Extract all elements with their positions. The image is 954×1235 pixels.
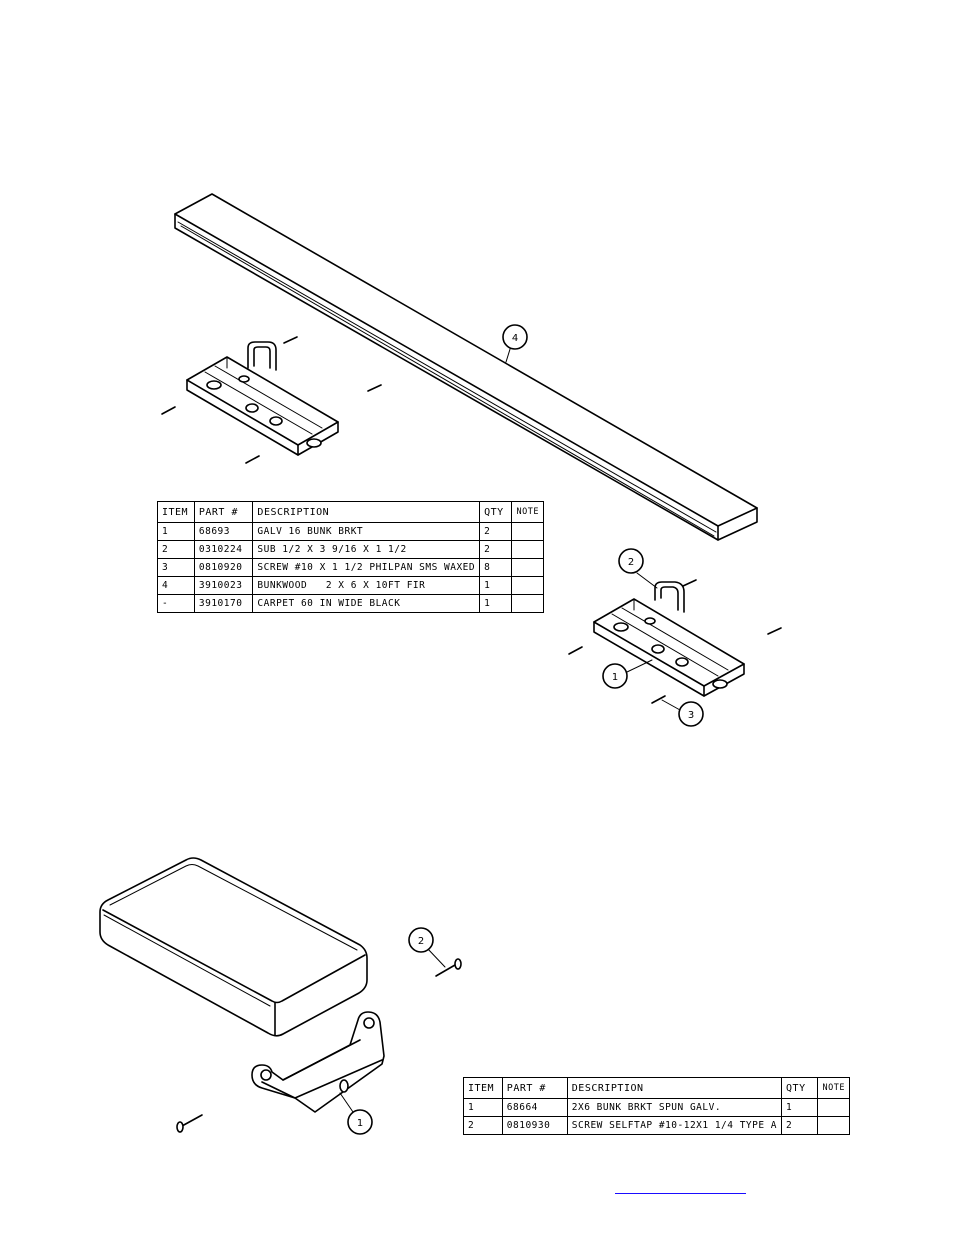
screw-right-4: [651, 695, 666, 704]
screw-right-1: [682, 579, 697, 587]
column-header-description: DESCRIPTION: [566, 1077, 783, 1099]
cell-part: 0810920: [193, 558, 254, 577]
cell-description: CARPET 60 IN WIDE BLACK: [252, 594, 481, 613]
svg-text:1: 1: [357, 1118, 363, 1129]
column-header-part: PART #: [501, 1077, 568, 1099]
table-row: 1 68693 GALV 16 BUNK BRKT 2: [157, 522, 544, 541]
leader-line: [661, 699, 681, 711]
balloon-item-2: 2: [618, 548, 644, 574]
table-row: 2 0810930 SCREW SELFTAP #10-12X1 1/4 TYP…: [463, 1116, 850, 1135]
table-row: 4 3910023 BUNKWOOD 2 X 6 X 10FT FIR 1: [157, 576, 544, 595]
cell-description: BUNKWOOD 2 X 6 X 10FT FIR: [252, 576, 481, 595]
cell-part: 3910170: [193, 594, 254, 613]
leader-line: [339, 1092, 354, 1113]
cell-item: 3: [157, 558, 195, 577]
cell-part: 68664: [501, 1098, 568, 1117]
cell-qty: 2: [479, 540, 513, 559]
screw-right-2: [767, 627, 782, 635]
table-header-row: ITEM PART # DESCRIPTION QTY NOTE: [157, 501, 544, 523]
screw-right-3: [568, 646, 583, 655]
balloon-item-3: 3: [678, 701, 704, 727]
column-header-note: NOTE: [511, 501, 544, 523]
screw-left-4: [245, 455, 260, 464]
leader-line: [626, 659, 653, 673]
cell-item: 1: [463, 1098, 503, 1117]
cell-item: 1: [157, 522, 195, 541]
svg-text:3: 3: [688, 710, 694, 721]
cell-part: 0310224: [193, 540, 254, 559]
cell-item: 2: [157, 540, 195, 559]
bom-table-lower: ITEM PART # DESCRIPTION QTY NOTE 1 68664…: [463, 1077, 850, 1135]
column-header-qty: QTY: [479, 501, 513, 523]
sub-block-left: [247, 341, 277, 371]
column-header-description: DESCRIPTION: [252, 501, 481, 523]
cell-note: [817, 1098, 850, 1117]
selftap-screw-1: [435, 958, 462, 977]
bunk-bracket-right: [593, 598, 745, 697]
selftap-screw-2: [176, 1114, 203, 1133]
svg-text:2: 2: [628, 557, 634, 568]
cell-note: [511, 576, 544, 595]
cell-note: [511, 522, 544, 541]
cell-qty: 8: [479, 558, 513, 577]
screw-left-3: [161, 406, 176, 415]
svg-text:1: 1: [612, 672, 618, 683]
hyperlink-underline[interactable]: [615, 1192, 746, 1194]
leader-line: [636, 572, 658, 589]
cell-note: [511, 558, 544, 577]
cell-qty: 2: [479, 522, 513, 541]
cell-part: 0810930: [501, 1116, 568, 1135]
table-header-row: ITEM PART # DESCRIPTION QTY NOTE: [463, 1077, 850, 1099]
spun-bracket: [251, 1011, 385, 1113]
column-header-item: ITEM: [463, 1077, 503, 1099]
bom-table-upper: ITEM PART # DESCRIPTION QTY NOTE 1 68693…: [157, 501, 544, 613]
cell-part: 3910023: [193, 576, 254, 595]
column-header-note: NOTE: [817, 1077, 850, 1099]
cell-item: 4: [157, 576, 195, 595]
cell-description: GALV 16 BUNK BRKT: [252, 522, 481, 541]
cell-item: 2: [463, 1116, 503, 1135]
bunkwood-board: [174, 193, 758, 541]
cell-item: -: [157, 594, 195, 613]
cell-qty: 1: [781, 1098, 819, 1117]
svg-text:4: 4: [512, 333, 518, 344]
cell-description: SUB 1/2 X 3 9/16 X 1 1/2: [252, 540, 481, 559]
column-header-item: ITEM: [157, 501, 195, 523]
cell-qty: 1: [479, 594, 513, 613]
table-row: 3 0810920 SCREW #10 X 1 1/2 PHILPAN SMS …: [157, 558, 544, 577]
cell-note: [511, 540, 544, 559]
balloon-item-4: 4: [502, 324, 528, 350]
balloon-item-2-bottom: 2: [408, 927, 434, 953]
sub-block-right: [654, 581, 685, 613]
leader-line: [426, 947, 446, 968]
cell-qty: 1: [479, 576, 513, 595]
cell-qty: 2: [781, 1116, 819, 1135]
bunk-block: [99, 857, 368, 1037]
table-row: - 3910170 CARPET 60 IN WIDE BLACK 1: [157, 594, 544, 613]
table-row: 2 0310224 SUB 1/2 X 3 9/16 X 1 1/2 2: [157, 540, 544, 559]
cell-description: SCREW #10 X 1 1/2 PHILPAN SMS WAXED: [252, 558, 481, 577]
screw-left-2: [367, 384, 382, 392]
cell-part: 68693: [193, 522, 254, 541]
column-header-part: PART #: [193, 501, 254, 523]
cell-note: [817, 1116, 850, 1135]
balloon-item-1-bottom: 1: [347, 1109, 373, 1135]
cell-description: SCREW SELFTAP #10-12X1 1/4 TYPE A: [566, 1116, 783, 1135]
cell-note: [511, 594, 544, 613]
screw-left-1: [283, 336, 298, 344]
balloon-item-1: 1: [602, 663, 628, 689]
cell-description: 2X6 BUNK BRKT SPUN GALV.: [566, 1098, 783, 1117]
svg-text:2: 2: [418, 936, 424, 947]
bunk-bracket-left: [186, 356, 339, 456]
table-row: 1 68664 2X6 BUNK BRKT SPUN GALV. 1: [463, 1098, 850, 1117]
column-header-qty: QTY: [781, 1077, 819, 1099]
